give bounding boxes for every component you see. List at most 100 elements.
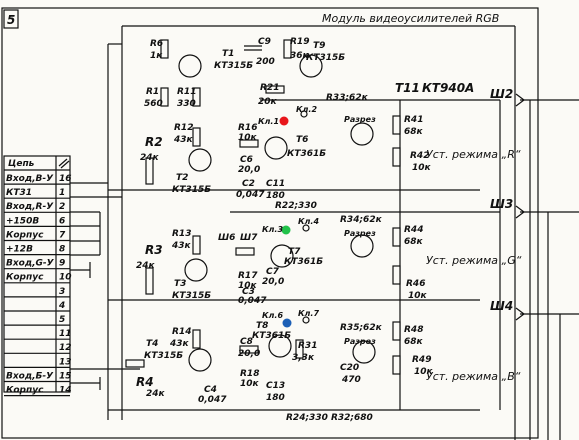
pin-table-number: 15 — [59, 371, 72, 381]
transistor-t8 — [268, 334, 292, 358]
svg-text:C4: C4 — [204, 385, 217, 395]
resistor-r1 — [160, 87, 169, 107]
svg-text:330: 330 — [177, 99, 196, 109]
resistor-r31 — [295, 339, 304, 359]
svg-text:C8: C8 — [240, 337, 253, 347]
svg-text:10к: 10к — [408, 291, 428, 301]
transistor-t13 — [352, 340, 376, 364]
test-points: Кл.1 Кл.2 Кл.3 Кл.4 Кл.6 Кл.7 — [258, 105, 319, 328]
svg-text:C7: C7 — [266, 267, 280, 277]
svg-text:24к: 24к — [146, 389, 166, 399]
mode-label-r: Уст. режима „R“ — [426, 148, 521, 161]
svg-text:C9: C9 — [258, 37, 271, 47]
resistor-r6 — [160, 39, 169, 59]
pin-table-label: Корпус — [6, 273, 44, 283]
svg-text:Разрез: Разрез — [344, 229, 376, 238]
svg-text:T11: T11 — [395, 81, 420, 95]
pin-table-number: 12 — [59, 343, 72, 353]
connector-sh4: Ш4 — [490, 299, 513, 313]
svg-text:T4: T4 — [146, 339, 158, 349]
module-title: Модуль видеоусилителей RGB — [322, 12, 499, 25]
resistor-r16 — [239, 139, 259, 148]
svg-text:R34;62к: R34;62к — [340, 215, 383, 225]
svg-text:24к: 24к — [136, 261, 156, 271]
svg-text:КТ315Б: КТ315Б — [144, 351, 183, 361]
svg-text:КТ361Б: КТ361Б — [284, 257, 323, 267]
pin-table-label: Вход,R-У — [6, 202, 54, 212]
svg-text:Разрез: Разрез — [344, 115, 376, 124]
pin-table-number: 16 — [59, 174, 72, 184]
svg-text:R33;62к: R33;62к — [326, 93, 369, 103]
svg-text:T7: T7 — [288, 247, 301, 257]
svg-text:Разрез: Разрез — [344, 337, 376, 346]
svg-text:T2: T2 — [176, 173, 188, 183]
test-point-kl6-marker[interactable] — [282, 318, 292, 328]
svg-text:68к: 68к — [404, 237, 424, 247]
svg-text:R12: R12 — [174, 123, 193, 133]
resistor-r11 — [192, 87, 201, 107]
svg-text:68к: 68к — [404, 127, 424, 137]
svg-text:R13: R13 — [172, 229, 191, 239]
svg-text:КТ315Б: КТ315Б — [172, 185, 211, 195]
transistor-t7 — [270, 244, 294, 268]
resistor-r21 — [265, 85, 285, 94]
svg-text:КТ940А: КТ940А — [422, 81, 474, 95]
svg-text:Кл.1: Кл.1 — [258, 117, 279, 126]
svg-text:C2: C2 — [242, 179, 255, 189]
mode-label-g: Уст. режима „G“ — [426, 254, 522, 267]
pin-table-number: 8 — [59, 245, 65, 255]
resistor-r14 — [192, 329, 201, 349]
module-number-box — [3, 9, 19, 29]
svg-text:10к: 10к — [240, 379, 260, 389]
svg-text:T9: T9 — [313, 41, 325, 51]
svg-text:180: 180 — [266, 191, 285, 201]
mode-label-b: Уст. режима „B“ — [426, 370, 521, 383]
pin-table-number: 13 — [59, 357, 72, 367]
resistor-r41 — [392, 115, 401, 135]
green-channel: R22;330 R3 24к R13 43к T3 КТ315Б Ш6 Ш7 R… — [136, 201, 428, 306]
resistor-r46 — [392, 265, 401, 285]
test-point-kl3-marker[interactable] — [281, 225, 291, 235]
resistor-r44 — [392, 227, 401, 247]
transistor-t6 — [264, 136, 288, 160]
svg-text:10к: 10к — [238, 133, 258, 143]
svg-text:R4: R4 — [136, 375, 154, 389]
test-point-kl1-marker[interactable] — [279, 116, 289, 126]
svg-text:R14: R14 — [172, 327, 191, 337]
svg-text:R21: R21 — [260, 83, 279, 93]
resistor-r3 — [145, 267, 154, 295]
svg-text:10к: 10к — [412, 163, 432, 173]
resistor-r12 — [192, 127, 201, 147]
pin-table-label: +150В — [6, 216, 39, 226]
svg-text:3,3к: 3,3к — [292, 353, 315, 363]
resistor-r49 — [392, 355, 401, 375]
svg-text:R2: R2 — [145, 135, 163, 149]
pin-table-box — [3, 155, 71, 393]
svg-text:R17: R17 — [238, 271, 258, 281]
resistor-r2 — [145, 157, 154, 185]
pin-table-label: Вход,В-У — [6, 174, 54, 184]
svg-text:1к: 1к — [150, 51, 163, 61]
svg-text:R16: R16 — [238, 123, 257, 133]
resistor-r19 — [283, 39, 292, 59]
svg-text:Кл.7: Кл.7 — [298, 309, 319, 318]
svg-text:180: 180 — [266, 393, 285, 403]
svg-text:Кл.4: Кл.4 — [298, 217, 319, 226]
pin-table-label: +12В — [6, 245, 33, 255]
svg-text:24к: 24к — [140, 153, 160, 163]
svg-text:200: 200 — [256, 57, 275, 67]
connector-sh2-arrow-icon — [515, 93, 525, 107]
svg-text:R22;330: R22;330 — [275, 201, 317, 211]
svg-text:Кл.2: Кл.2 — [296, 105, 317, 114]
svg-text:C13: C13 — [266, 381, 285, 391]
pin-table-label: Вход,G-У — [6, 259, 55, 269]
svg-text:20к: 20к — [258, 97, 278, 107]
svg-text:R48: R48 — [404, 325, 423, 335]
svg-text:C11: C11 — [266, 179, 285, 189]
blue-channel: R4 24к R14 43к T4 КТ315Б R18 10к C8 20,0… — [125, 321, 434, 423]
svg-text:R42: R42 — [410, 151, 429, 161]
svg-text:R31: R31 — [298, 341, 317, 351]
transistor-t11 — [350, 122, 374, 146]
